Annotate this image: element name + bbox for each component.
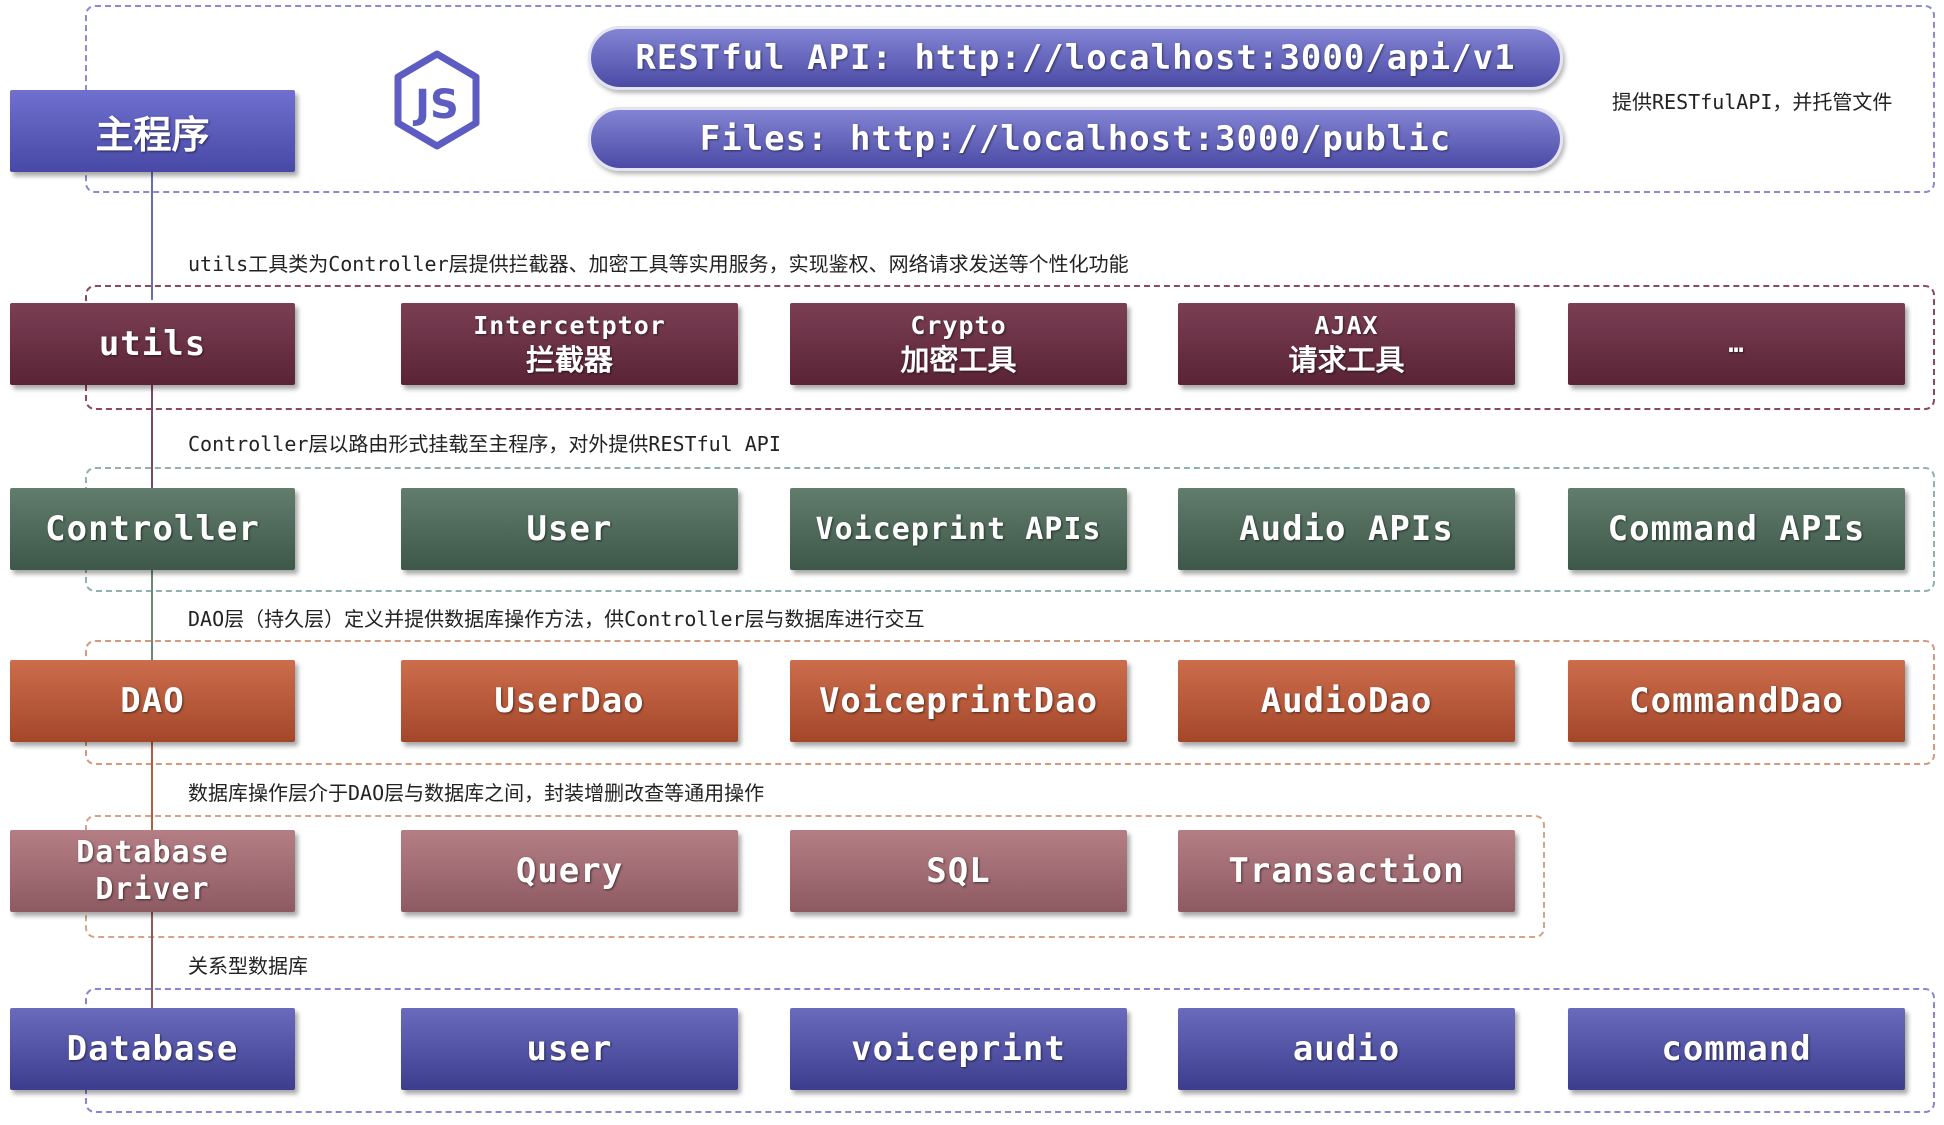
database-layer-label: Database xyxy=(66,1029,239,1069)
connector-controller-dao xyxy=(151,565,153,665)
controller-item-label: User xyxy=(526,509,613,549)
dao-item-label: VoiceprintDao xyxy=(818,681,1099,721)
database-table-label: voiceprint xyxy=(851,1029,1066,1069)
driver-note: 数据库操作层介于DAO层与数据库之间，封装增删改查等通用操作 xyxy=(188,781,765,805)
controller-item-audio-apis: Audio APIs xyxy=(1178,488,1515,570)
controller-item-command-apis: Command APIs xyxy=(1568,488,1905,570)
utils-layer-label: utils xyxy=(98,324,207,364)
controller-item-label: Voiceprint APIs xyxy=(815,511,1102,547)
dao-note: DAO层（持久层）定义并提供数据库操作方法，供Controller层与数据库进行… xyxy=(188,607,925,631)
utils-layer-box: utils xyxy=(10,303,295,385)
utils-item-en: Intercetptor xyxy=(473,311,666,341)
database-table-command: command xyxy=(1568,1008,1905,1090)
utils-item-interceptor: Intercetptor 拦截器 xyxy=(401,303,738,385)
dao-item-label: AudioDao xyxy=(1260,681,1433,721)
utils-item-cn: 请求工具 xyxy=(1288,342,1405,377)
dao-item-audiodao: AudioDao xyxy=(1178,660,1515,742)
driver-item-sql: SQL xyxy=(790,830,1127,912)
controller-layer-label: Controller xyxy=(45,509,260,549)
utils-item-en: … xyxy=(1728,329,1745,359)
files-url: Files: http://localhost:3000/public xyxy=(588,107,1563,171)
controller-note: Controller层以路由形式挂载至主程序，对外提供RESTful API xyxy=(188,432,781,456)
database-table-label: command xyxy=(1661,1029,1812,1069)
restful-api-url: RESTful API: http://localhost:3000/api/v… xyxy=(588,26,1563,90)
utils-item-cn: 拦截器 xyxy=(525,342,613,377)
connector-dao-driver xyxy=(151,738,153,831)
database-table-audio: audio xyxy=(1178,1008,1515,1090)
driver-layer-label-line: Database xyxy=(76,834,229,870)
database-table-label: user xyxy=(526,1029,613,1069)
dao-item-voiceprintdao: VoiceprintDao xyxy=(790,660,1127,742)
driver-item-label: Query xyxy=(515,851,624,891)
utils-item-en: Crypto xyxy=(910,311,1007,341)
utils-item-more: … xyxy=(1568,303,1905,385)
controller-item-label: Command APIs xyxy=(1607,509,1866,549)
main-program-box: 主程序 xyxy=(10,90,295,172)
driver-item-query: Query xyxy=(401,830,738,912)
utils-item-crypto: Crypto 加密工具 xyxy=(790,303,1127,385)
utils-item-en: AJAX xyxy=(1314,311,1379,341)
connector-driver-database xyxy=(151,910,153,1010)
controller-layer-box: Controller xyxy=(10,488,295,570)
nodejs-logo-text: JS xyxy=(412,82,459,128)
main-side-note: 提供RESTfulAPI，并托管文件 xyxy=(1612,90,1893,114)
controller-item-label: Audio APIs xyxy=(1239,509,1454,549)
database-table-voiceprint: voiceprint xyxy=(790,1008,1127,1090)
utils-item-cn: 加密工具 xyxy=(900,342,1017,377)
database-note: 关系型数据库 xyxy=(188,954,308,978)
connector-main-utils xyxy=(151,170,153,300)
dao-item-label: UserDao xyxy=(494,681,645,721)
database-table-label: audio xyxy=(1292,1029,1401,1069)
database-layer-box: Database xyxy=(10,1008,295,1090)
driver-layer-label-line: Driver xyxy=(95,872,210,907)
dao-item-label: CommandDao xyxy=(1629,681,1844,721)
driver-layer-box: Database Driver xyxy=(10,830,295,912)
driver-item-label: SQL xyxy=(926,851,991,891)
connector-utils-controller xyxy=(151,383,153,491)
dao-item-commanddao: CommandDao xyxy=(1568,660,1905,742)
main-program-label: 主程序 xyxy=(95,112,210,157)
driver-item-transaction: Transaction xyxy=(1178,830,1515,912)
dao-layer-label: DAO xyxy=(120,681,185,721)
dao-item-userdao: UserDao xyxy=(401,660,738,742)
dao-layer-box: DAO xyxy=(10,660,295,742)
controller-item-user: User xyxy=(401,488,738,570)
nodejs-logo-icon: JS xyxy=(394,50,480,150)
utils-item-ajax: AJAX 请求工具 xyxy=(1178,303,1515,385)
controller-item-voiceprint-apis: Voiceprint APIs xyxy=(790,488,1127,570)
database-table-user: user xyxy=(401,1008,738,1090)
utils-note: utils工具类为Controller层提供拦截器、加密工具等实用服务，实现鉴权… xyxy=(188,252,1129,276)
driver-item-label: Transaction xyxy=(1228,851,1465,891)
